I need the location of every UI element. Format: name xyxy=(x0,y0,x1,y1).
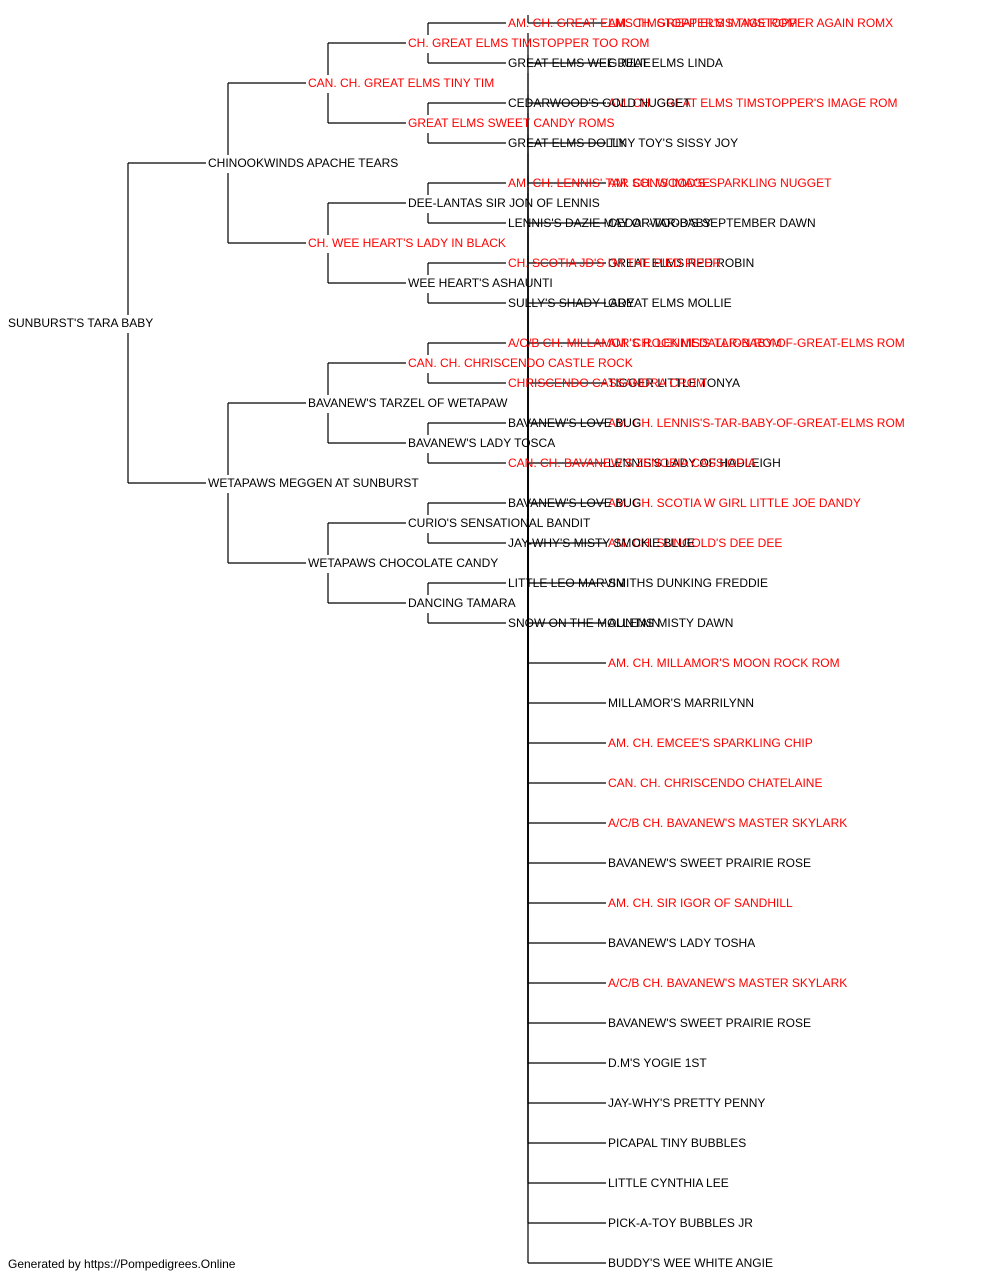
pedigree-name-gen4: CH. SCOTIA JD'S I'M THE PIED PIPER xyxy=(508,256,722,270)
pedigree-name-gen5: AM. CH. EMCEE'S SPARKLING CHIP xyxy=(608,736,813,750)
pedigree-name-gen2: BAVANEW'S TARZEL OF WETAPAW xyxy=(308,396,508,410)
pedigree-name-gen5: TIGGER LITTLE TONYA xyxy=(608,376,741,390)
pedigree-name-gen4: GREAT ELMS WEE JULIE xyxy=(508,56,651,70)
pedigree-name-gen1: CHINOOKWINDS APACHE TEARS xyxy=(208,156,399,170)
pedigree-name-gen4: LENNIS'S DAZIE MAY OF-TAR-BABY xyxy=(508,216,712,230)
pedigree-name-gen4: AM. CH. LENNIS' TAR SON'S IMAGE xyxy=(508,176,711,190)
pedigree-name-gen4: JAY-WHY'S MISTY SMOKIE BLUE xyxy=(508,536,695,550)
pedigree-name-gen5: BUDDY'S WEE WHITE ANGIE xyxy=(608,1256,773,1270)
pedigree-name-gen5: LENNIS'S LADY OF HADLEIGH xyxy=(608,456,781,470)
pedigree-name-gen3: BAVANEW'S LADY TOSCA xyxy=(408,436,556,450)
pedigree-name-gen5: D.M'S YOGIE 1ST xyxy=(608,1056,707,1070)
pedigree-name-gen5: CEDARWOOD'S SEPTEMBER DAWN xyxy=(608,216,816,230)
pedigree-name-gen5: LITTLE CYNTHIA LEE xyxy=(608,1176,729,1190)
pedigree-name-gen5: AM. CH. SIR IGOR OF SANDHILL xyxy=(608,896,793,910)
pedigree-name-gen2: CAN. CH. GREAT ELMS TINY TIM xyxy=(308,76,495,90)
pedigree-name-gen2: WETAPAWS CHOCOLATE CANDY xyxy=(308,556,499,570)
pedigree-name-gen3: CURIO'S SENSATIONAL BANDIT xyxy=(408,516,591,530)
pedigree-name-gen3: GREAT ELMS SWEET CANDY ROMS xyxy=(408,116,615,130)
pedigree-name-gen5: AM. CH. LENNIS'S-TAR-BABY-OF-GREAT-ELMS … xyxy=(608,416,905,430)
pedigree-name-gen3: CH. GREAT ELMS TIMSTOPPER TOO ROM xyxy=(408,36,650,50)
pedigree-name-gen5: TINY TOY'S SISSY JOY xyxy=(608,136,739,150)
pedigree-name-gen3: DEE-LANTAS SIR JON OF LENNIS xyxy=(408,196,600,210)
pedigree-name-gen5: BAVANEW'S LADY TOSHA xyxy=(608,936,756,950)
pedigree-name-gen5: AM. CH. MILLAMOR'S MOON ROCK ROM xyxy=(608,656,840,670)
pedigree-name-gen5: ALLENS MISTY DAWN xyxy=(608,616,734,630)
pedigree-name-gen0: SUNBURST'S TARA BABY xyxy=(8,316,154,330)
pedigree-name-gen5: MILLAMOR'S MARRILYNN xyxy=(608,696,755,710)
pedigree-name-gen3: WEE HEART'S ASHAUNTI xyxy=(408,276,553,290)
pedigree-name-gen5: SMITHS DUNKING FREDDIE xyxy=(608,576,769,590)
pedigree-name-gen4: BAVANEW'S LOVE BUG xyxy=(508,496,642,510)
pedigree-name-gen5: PICK-A-TOY BUBBLES JR xyxy=(608,1216,753,1230)
pedigree-name-gen5: AM. CH. SCOTIA W GIRL LITTLE JOE DANDY xyxy=(608,496,861,510)
pedigree-name-gen5: A/C/B CH. BAVANEW'S MASTER SKYLARK xyxy=(608,976,848,990)
pedigree-name-gen5: AM. CH. SUNGOLD'S DEE DEE xyxy=(608,536,783,550)
pedigree-name-gen4: LITTLE LEO MARVIN xyxy=(508,576,625,590)
generated-by-footer: Generated by https://Pompedigrees.Online xyxy=(8,1257,236,1271)
pedigree-name-gen5: JAY-WHY'S PRETTY PENNY xyxy=(608,1096,766,1110)
pedigree-name-gen4: A/C/B CH. MILLAMOR'S ROCK MEDALLION ROM xyxy=(508,336,782,350)
pedigree-name-gen5: AM. CH. LENNIS'S-TAR-BABY-OF-GREAT-ELMS … xyxy=(608,336,905,350)
pedigree-name-gen5: CAN. CH. CHRISCENDO CHATELAINE xyxy=(608,776,823,790)
pedigree-name-gen5: AM. CH. GREAT ELMS TIMSTOPPER AGAIN ROMX xyxy=(608,16,894,30)
pedigree-name-gen4: BAVANEW'S LOVE BUG xyxy=(508,416,642,430)
pedigree-name-gen4: GREAT ELMS DOLLY xyxy=(508,136,627,150)
pedigree-name-gen3: DANCING TAMARA xyxy=(408,596,516,610)
pedigree-name-gen4: CAN. CH. BAVANEW'S ZENOBIA CASSIOPIA xyxy=(508,456,756,470)
pedigree-name-gen5: BAVANEW'S SWEET PRAIRIE ROSE xyxy=(608,1016,811,1030)
pedigree-name-gen3: CAN. CH. CHRISCENDO CASTLE ROCK xyxy=(408,356,633,370)
pedigree-name-gen5: GREAT ELMS RED ROBIN xyxy=(608,256,755,270)
pedigree-name-gen4: CEDARWOOD'S GOLD NUGGET xyxy=(508,96,691,110)
pedigree-name-gen5: PICAPAL TINY BUBBLES xyxy=(608,1136,747,1150)
pedigree-name-gen4: SULLY'S SHADY LADY xyxy=(508,296,635,310)
pedigree-name-gen5: A/C/B CH. BAVANEW'S MASTER SKYLARK xyxy=(608,816,848,830)
pedigree-name-gen4: CHRISCENDO CASSANDRA CROM xyxy=(508,376,707,390)
pedigree-name-gen5: AM. CH. GREAT ELMS TIMSTOPPER'S IMAGE RO… xyxy=(608,96,898,110)
pedigree-name-gen4: SNOW ON THE MOUNTAIN xyxy=(508,616,661,630)
pedigree-name-gen5: GREAT ELMS MOLLIE xyxy=(608,296,732,310)
pedigree-name-gen5: GREAT ELMS LINDA xyxy=(608,56,723,70)
pedigree-name-gen5: AM. CH. WOOD'S SPARKLING NUGGET xyxy=(608,176,832,190)
pedigree-name-gen4: AM. CH. GREAT ELMS TIMSTOPPER'S IMAGE RO… xyxy=(508,16,798,30)
pedigree-name-gen2: CH. WEE HEART'S LADY IN BLACK xyxy=(308,236,506,250)
pedigree-name-gen1: WETAPAWS MEGGEN AT SUNBURST xyxy=(208,476,419,490)
pedigree-name-gen5: BAVANEW'S SWEET PRAIRIE ROSE xyxy=(608,856,811,870)
